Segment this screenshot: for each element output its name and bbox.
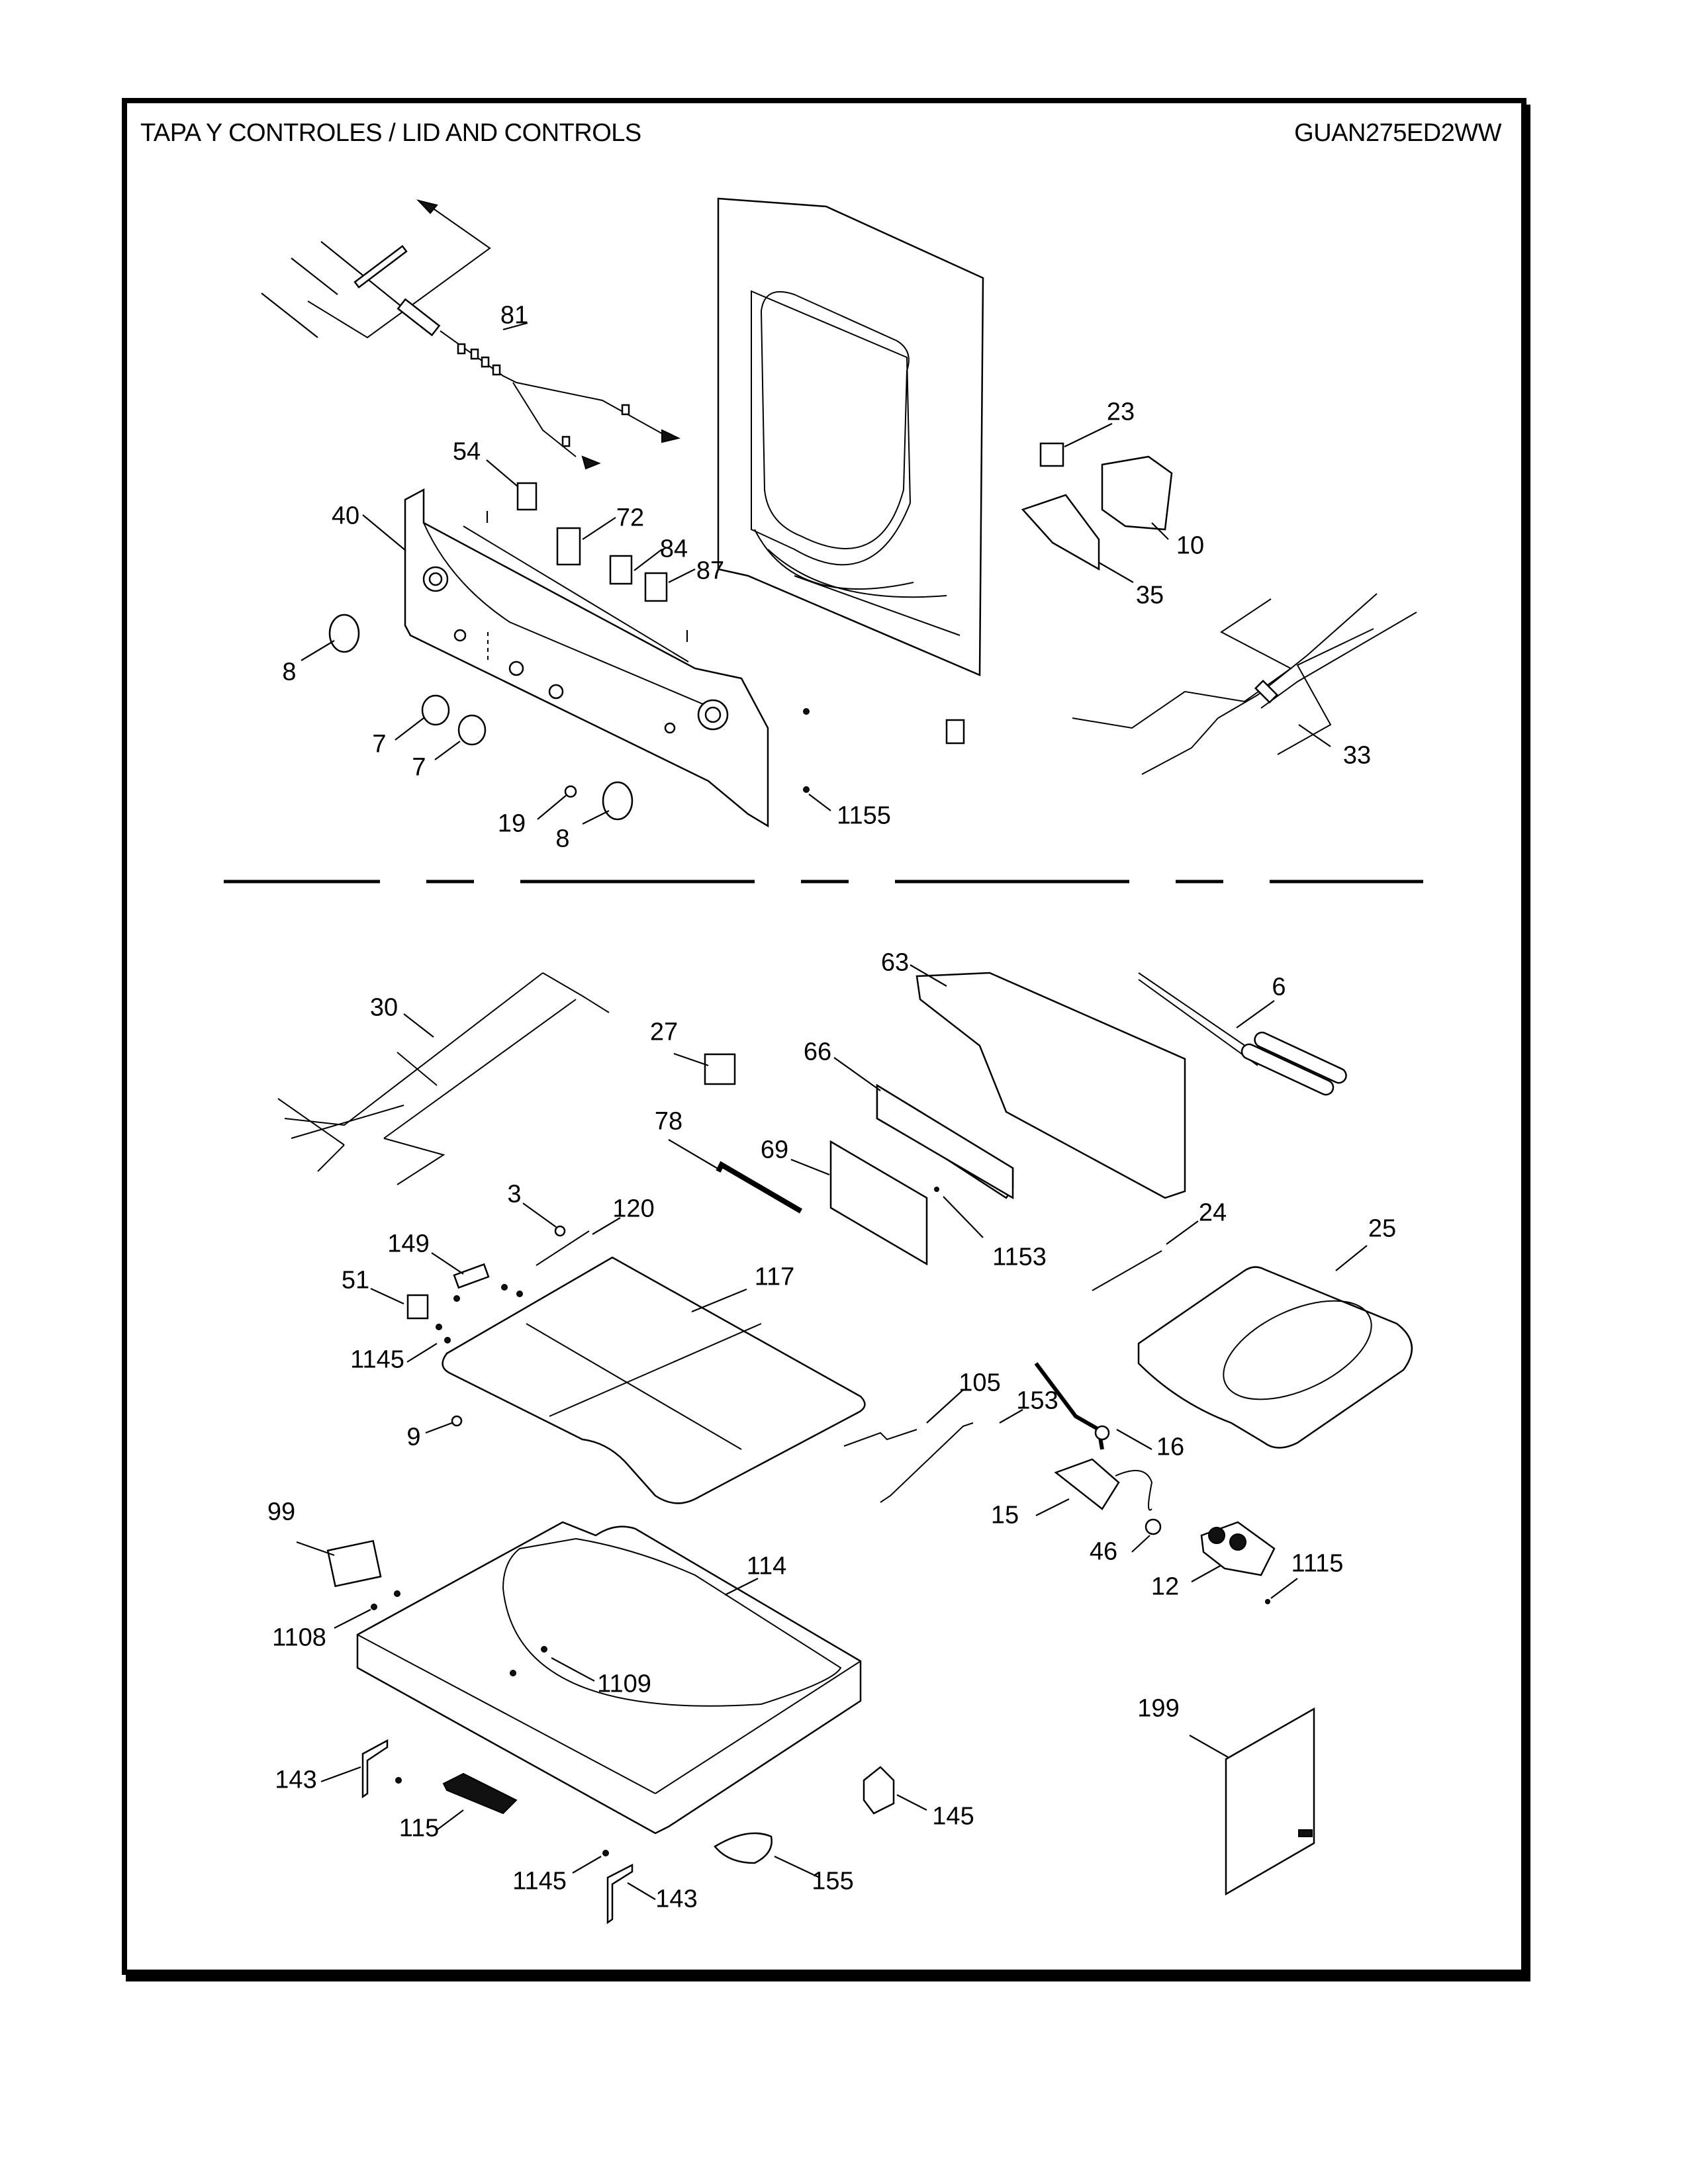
lid-lock-99-drawing (326, 1539, 382, 1588)
heater-6-drawing (1138, 972, 1347, 1096)
callout-19: 19 (497, 809, 526, 838)
callout-9: 9 (406, 1423, 421, 1451)
handle-115-drawing (442, 1772, 518, 1815)
callout-8a: 8 (282, 658, 297, 686)
callout-8b: 8 (555, 825, 570, 853)
hinge-rod-105-drawing (843, 1429, 917, 1447)
callout-99: 99 (267, 1498, 296, 1526)
control-box-63-drawing (915, 972, 1186, 1199)
callout-33: 33 (1342, 741, 1372, 770)
bracket-145-drawing (863, 1766, 895, 1815)
callout-87: 87 (696, 557, 725, 585)
callout-143a: 143 (275, 1766, 317, 1794)
callout-23: 23 (1106, 398, 1135, 426)
hose-78-drawing (716, 1161, 803, 1214)
callout-40: 40 (331, 502, 360, 530)
callout-7a: 7 (372, 730, 387, 758)
dispenser-25-drawing (1137, 1266, 1413, 1449)
callout-66: 66 (803, 1038, 832, 1066)
knob-7b-drawing (457, 714, 487, 746)
callout-15: 15 (990, 1501, 1019, 1529)
backsplash-panel-40-drawing (404, 488, 769, 828)
control-board-69-drawing (829, 1140, 928, 1266)
callout-12: 12 (1150, 1572, 1180, 1601)
callout-69: 69 (760, 1136, 789, 1164)
callout-149: 149 (387, 1230, 430, 1258)
sensor-harness-24-drawing (1092, 1250, 1162, 1291)
knob-7a-drawing (421, 694, 450, 726)
clamp-46-drawing (1145, 1518, 1162, 1535)
callout-114: 114 (746, 1552, 787, 1580)
callout-16: 16 (1156, 1433, 1185, 1461)
callout-143b: 143 (655, 1885, 698, 1913)
hinge-143a-drawing (361, 1739, 389, 1799)
pressure-switch-27-drawing (704, 1053, 736, 1085)
wire-harness-30-drawing (277, 972, 610, 1185)
callout-81: 81 (500, 301, 529, 330)
wire-harness-33-drawing (1072, 593, 1417, 775)
diagram-frame (122, 98, 1526, 1975)
diagram-title: TAPA Y CONTROLES / LID AND CONTROLS (140, 119, 641, 147)
callout-6: 6 (1272, 973, 1286, 1001)
callout-1145b: 1145 (512, 1867, 567, 1895)
switch-54-drawing (516, 482, 538, 511)
switch-spare-drawing (945, 719, 965, 745)
plug-3-drawing (554, 1225, 566, 1237)
callout-155: 155 (812, 1867, 854, 1895)
cap-155-drawing (714, 1832, 773, 1864)
spring-153-drawing (880, 1422, 974, 1503)
callout-1153: 1153 (992, 1243, 1047, 1271)
callout-7b: 7 (412, 753, 426, 782)
hinge-143b-drawing (606, 1863, 633, 1925)
manual-199-drawing (1225, 1707, 1315, 1896)
knob-8-drawing (328, 614, 360, 653)
callout-54: 54 (452, 437, 481, 466)
cabinet-panel-drawing (717, 197, 984, 676)
switch-block-72-drawing (556, 527, 581, 566)
lid-117-drawing (442, 1256, 866, 1504)
callout-120: 120 (612, 1195, 655, 1223)
lid-handle-149-drawing (453, 1263, 490, 1289)
callout-1115: 1115 (1291, 1549, 1344, 1578)
callout-46: 46 (1089, 1537, 1118, 1566)
callout-25: 25 (1368, 1214, 1397, 1243)
callout-117: 117 (754, 1263, 795, 1291)
callout-1155: 1155 (837, 801, 891, 830)
button-19-drawing (564, 785, 577, 798)
callout-153: 153 (1016, 1387, 1058, 1415)
callout-63: 63 (880, 948, 910, 977)
callout-1108: 1108 (272, 1623, 326, 1652)
callout-145: 145 (932, 1802, 974, 1831)
bumper-51-drawing (406, 1294, 429, 1320)
switch-84-drawing (609, 555, 633, 585)
callout-1109: 1109 (597, 1670, 651, 1698)
knob-8b-drawing (602, 781, 633, 821)
callout-105: 105 (959, 1369, 1001, 1397)
switch-87-drawing (644, 572, 668, 602)
callout-78: 78 (654, 1107, 683, 1136)
callout-84: 84 (659, 535, 688, 563)
callout-30: 30 (369, 993, 399, 1022)
bumper-9-drawing (451, 1415, 463, 1427)
callout-51: 51 (341, 1266, 370, 1295)
callout-35: 35 (1135, 581, 1164, 610)
callout-199: 199 (1137, 1694, 1180, 1723)
callout-115: 115 (399, 1814, 440, 1843)
callout-24: 24 (1198, 1199, 1227, 1227)
wire-harness-81-drawing (261, 199, 680, 470)
callout-10: 10 (1176, 531, 1205, 560)
bracket-15-drawing (1054, 1458, 1120, 1510)
callout-72: 72 (616, 504, 645, 532)
callout-1145a: 1145 (350, 1345, 404, 1374)
hinge-pin-120-drawing (536, 1230, 590, 1266)
callout-3: 3 (507, 1180, 522, 1208)
lid-switch-23-drawing (1039, 442, 1064, 467)
timer-bracket-35-drawing (1021, 494, 1100, 571)
timer-10-drawing (1101, 455, 1173, 531)
callout-27: 27 (649, 1018, 679, 1046)
model-number: GUAN275ED2WW (1294, 119, 1501, 147)
